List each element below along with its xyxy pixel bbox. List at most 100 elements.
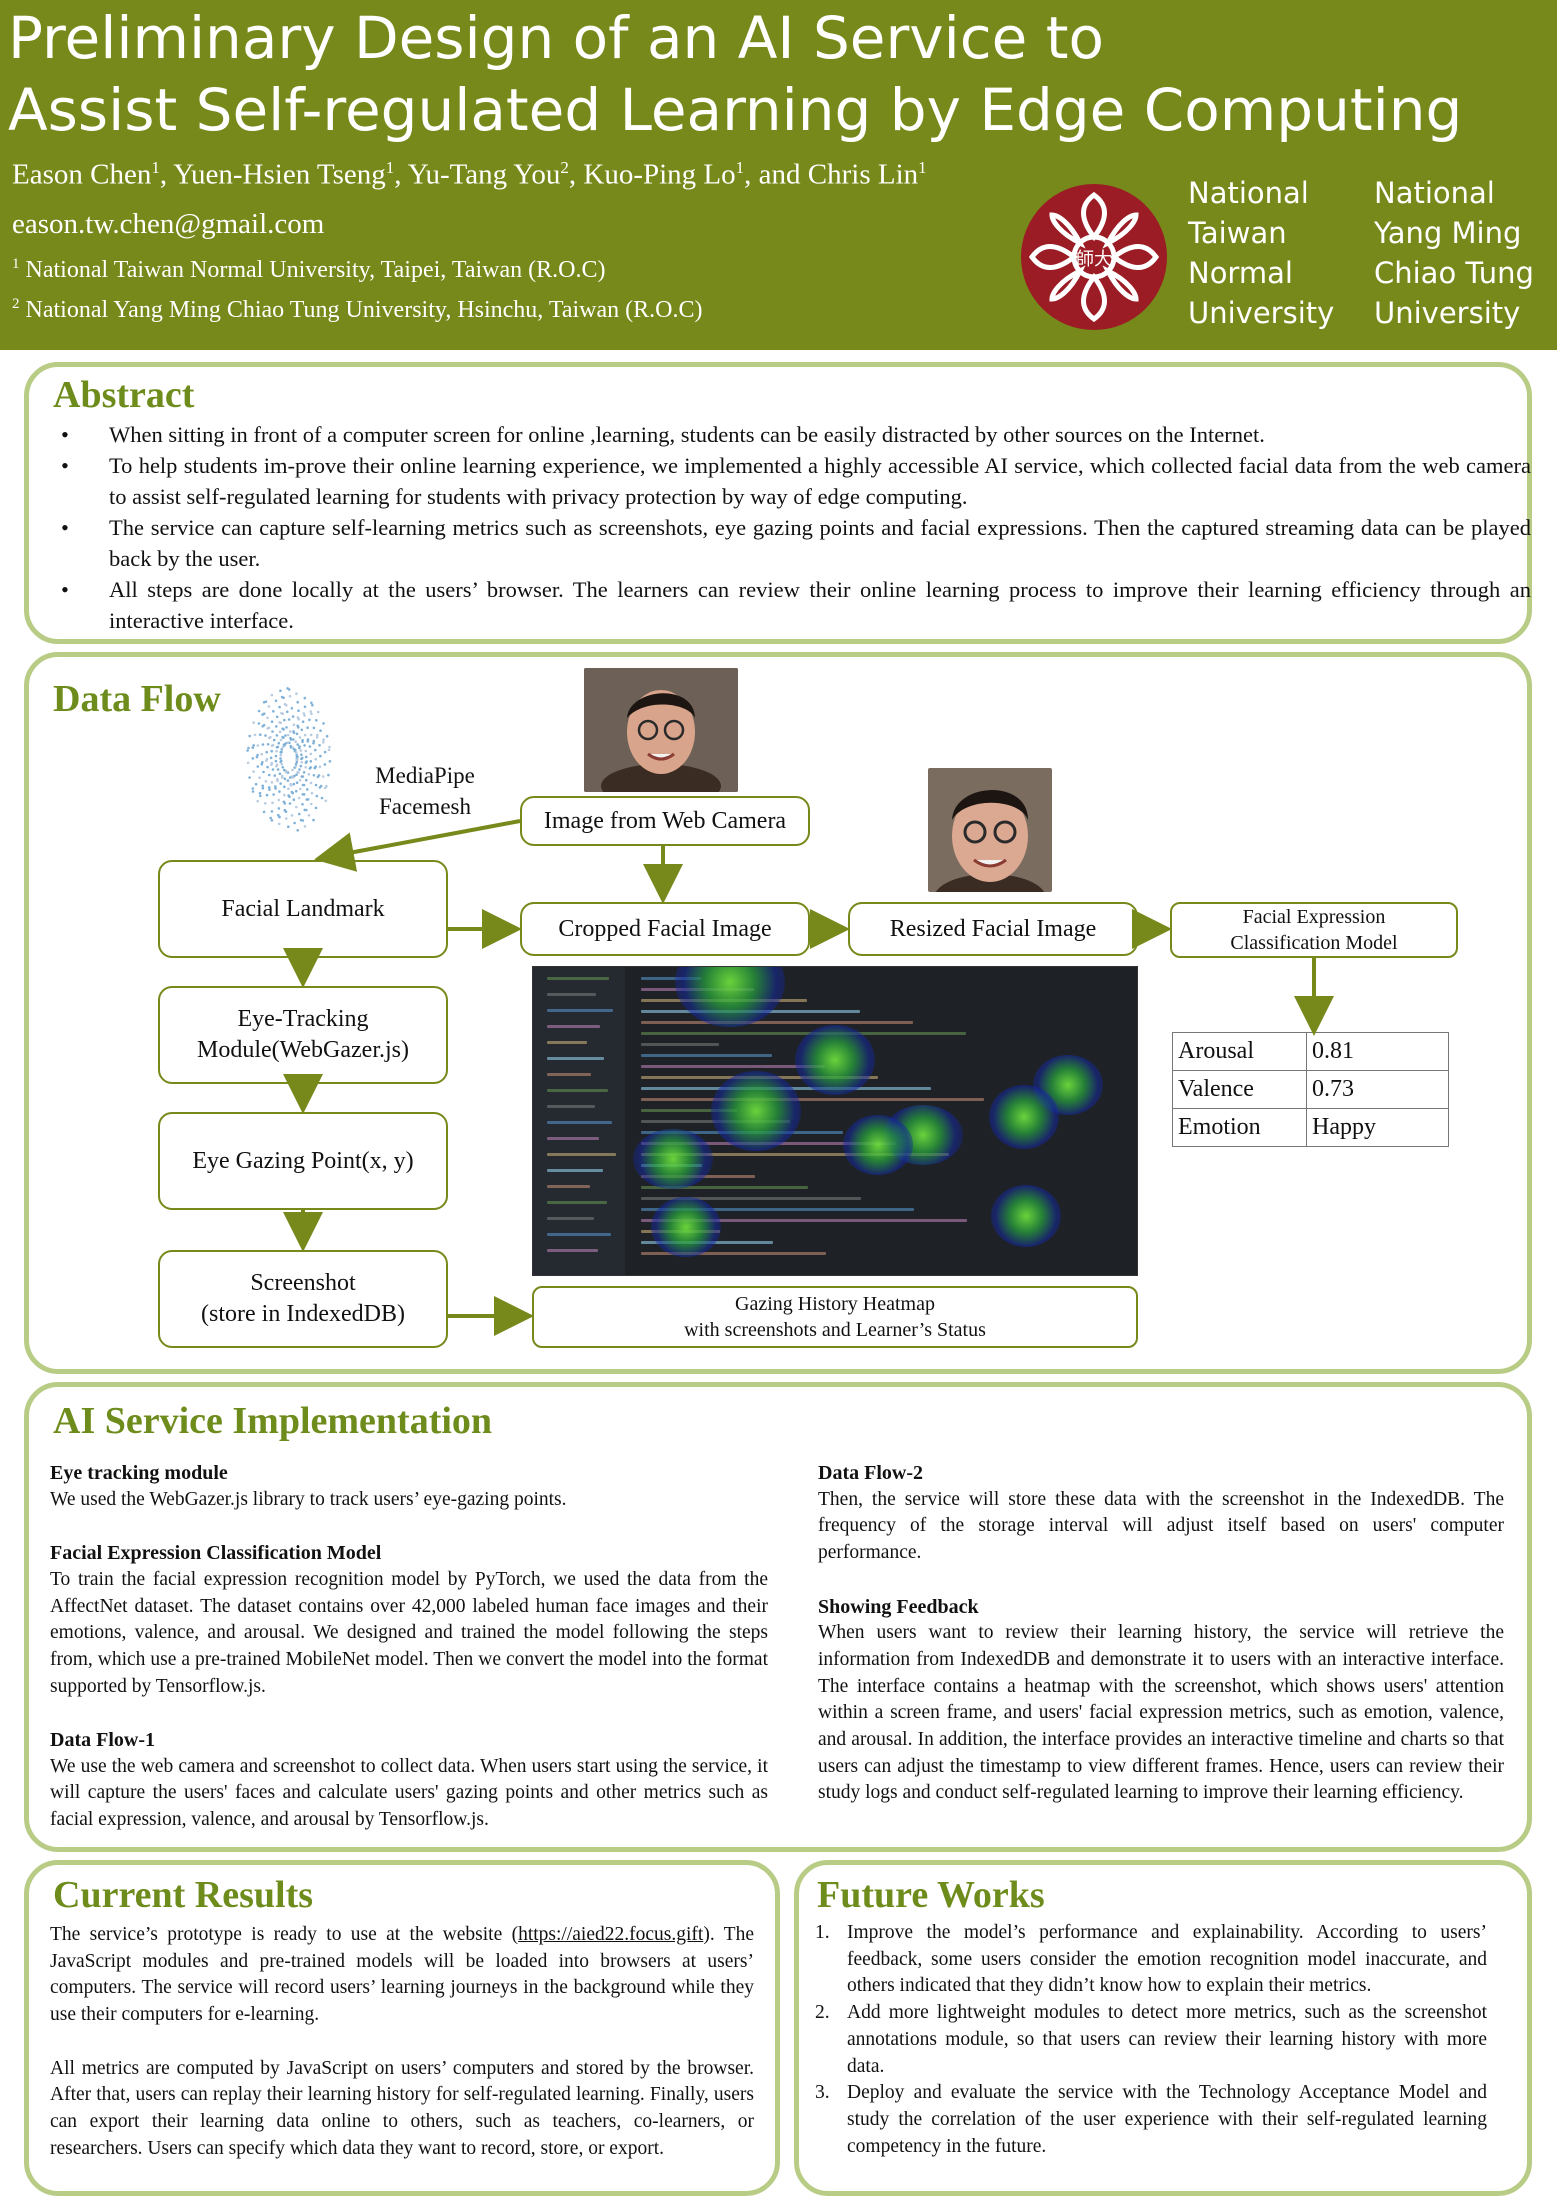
list-item: 2.Add more lightweight modules to detect… [815,2000,1487,2080]
mesh-dot [280,748,283,751]
mesh-dot [306,726,309,729]
mesh-dot [312,774,316,777]
results-paragraph: All metrics are computed by JavaScript o… [50,2057,754,2159]
mesh-dot [261,743,265,746]
mesh-dot [323,763,327,766]
mesh-dot [269,756,273,760]
prototype-link[interactable]: https://aied22.focus.gift [518,1924,704,1945]
mesh-dot [261,784,264,788]
mesh-dot [305,778,308,782]
mesh-dot [292,782,296,786]
author-affiliation: 1 [918,158,927,177]
mesh-dot [291,776,294,779]
mesh-dot [300,753,303,756]
face-photo-icon [584,668,738,792]
list-text: Deploy and evaluate the service with the… [847,2082,1487,2157]
mesh-dot [302,793,306,796]
heatmap-spot [711,1071,801,1151]
mesh-dot [283,702,287,706]
code-line [547,1249,598,1252]
abstract-bullets: When sitting in front of a computer scre… [61,419,1531,636]
author-name: Chris Lin [807,158,919,191]
mesh-dot [283,718,286,722]
abstract-panel: Abstract When sitting in front of a comp… [24,362,1532,644]
results-text-after: ). The JavaScript modules and pre-traine… [50,1924,754,2026]
mesh-dot [274,759,278,763]
code-line [547,1073,591,1076]
mesh-dot [283,802,287,805]
implementation-right-column: Data Flow-2 Then, the service will store… [818,1460,1504,1834]
code-line [547,1217,594,1220]
mesh-dot [284,742,287,745]
mesh-dot [289,784,293,787]
mesh-dot [327,773,330,777]
mesh-dot [298,778,302,782]
mesh-dot [284,771,288,774]
code-line [641,1109,737,1112]
code-line [641,1208,914,1211]
mesh-dot [283,768,286,772]
mesh-dot [270,781,274,784]
code-line [547,977,609,980]
mesh-dot [284,817,288,820]
code-line [641,1098,984,1101]
mesh-dot [259,794,262,798]
mesh-dot [262,701,266,704]
results-paragraph: The service’s prototype is ready to use … [50,1922,754,2029]
mesh-dot [298,736,302,739]
mesh-dot [270,744,274,748]
code-line [547,1185,590,1188]
mesh-dot [270,819,274,822]
mesh-dot [272,710,275,713]
abstract-bullet: To help students im-prove their online l… [61,450,1531,512]
mesh-dot [301,775,305,778]
mesh-dot [273,774,277,777]
code-line [547,1025,600,1028]
code-line [641,1054,772,1057]
mesh-dot [277,741,281,745]
code-line [547,1137,599,1140]
mesh-dot [255,755,259,759]
mesh-dot [267,705,271,708]
mesh-dot [309,802,313,806]
mesh-dot [286,779,290,782]
affiliation-2: 2 National Yang Ming Chiao Tung Universi… [12,296,703,324]
mesh-dot [272,738,276,742]
section-text: To train the facial expression recogniti… [50,1568,768,1697]
author-email[interactable]: eason.tw.chen@gmail.com [12,208,325,240]
mesh-dot [328,745,331,749]
mesh-dot [277,798,281,802]
mesh-dot [303,744,306,747]
author-affiliation: 2 [560,158,569,177]
mesh-dot [276,768,280,771]
mesh-dot [304,766,307,769]
mesh-dot [288,795,291,799]
results-panel: Current Results [24,1860,780,2196]
mesh-dot [303,705,307,709]
mesh-dot [291,715,295,718]
mesh-dot [285,726,288,729]
mesh-dot [270,749,273,753]
mesh-dot [251,757,255,760]
metric-label: Emotion [1172,1108,1307,1147]
mesh-dot [314,748,317,752]
mesh-dot [278,705,281,709]
code-line [547,1201,607,1204]
mesh-dot [265,793,269,797]
section-heading: Data Flow-1 [50,1729,155,1751]
mesh-dot [308,745,312,748]
mesh-dot [268,788,271,791]
mesh-dot [283,777,287,781]
abstract-bullet: When sitting in front of a computer scre… [61,419,1531,450]
mesh-dot [309,710,312,713]
author-name: Yu-Tang You [407,158,561,191]
code-line [641,1065,825,1068]
mesh-dot [275,764,278,768]
metric-label: Arousal [1172,1032,1307,1071]
mesh-dot [295,692,298,695]
section-heading: Eye tracking module [50,1462,228,1484]
university-2-line: Yang Ming [1374,216,1522,250]
mesh-dot [251,746,254,749]
